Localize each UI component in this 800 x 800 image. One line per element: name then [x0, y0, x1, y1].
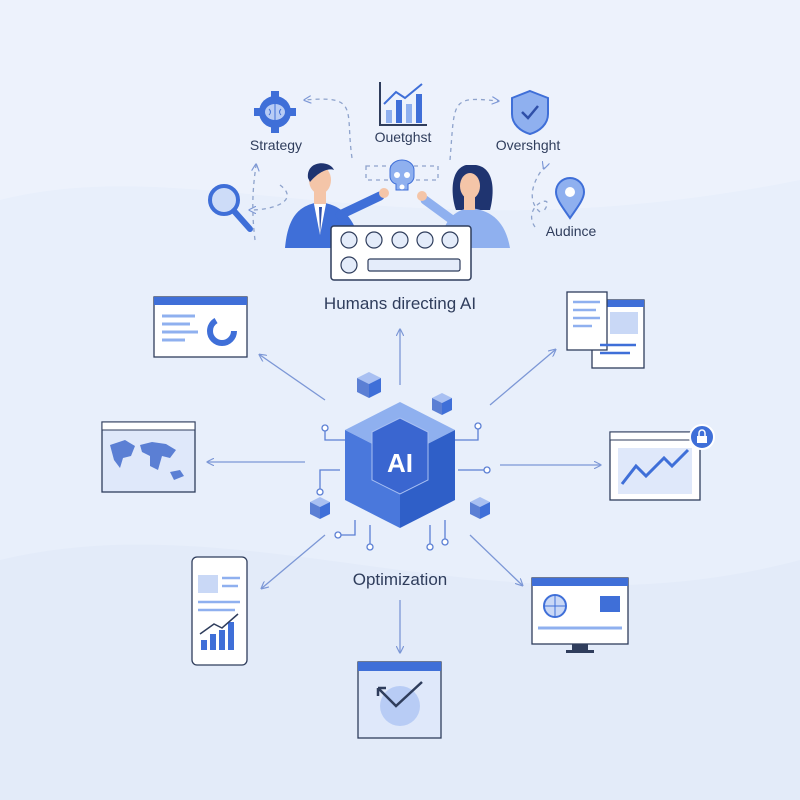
circuit-lines — [319, 428, 485, 545]
ai-core-cube — [345, 402, 455, 528]
dashboard-window-icon — [153, 296, 248, 358]
flow-arrows — [208, 330, 600, 652]
chart-label: Ouetghst — [375, 129, 432, 145]
world-map-window-icon — [101, 421, 196, 493]
small-cubes — [310, 372, 490, 519]
phone-chart-icon — [191, 556, 248, 666]
location-pin-icon — [554, 177, 586, 220]
ai-core-label: AI — [387, 448, 413, 478]
document-window-icon — [566, 291, 645, 369]
lock-icon — [689, 424, 715, 450]
analytics-window-icon — [357, 661, 442, 739]
circuit-nodes — [316, 422, 491, 551]
audience-label: Audince — [546, 223, 597, 239]
bar-chart-icon — [379, 82, 427, 126]
oversight-label: Overshght — [496, 137, 561, 153]
magnifier-icon — [208, 184, 253, 232]
optimization-label: Optimization — [353, 570, 447, 589]
strategy-label: Strategy — [250, 137, 302, 153]
humans-directing-ai-label: Humans directing AI — [324, 294, 476, 313]
monitor-globe-icon — [531, 577, 629, 653]
gear-brain-icon — [254, 91, 296, 133]
control-panel — [330, 225, 472, 281]
shield-check-icon — [511, 89, 549, 136]
robot-head-icon — [389, 159, 415, 191]
trend-window-icon — [609, 431, 701, 501]
